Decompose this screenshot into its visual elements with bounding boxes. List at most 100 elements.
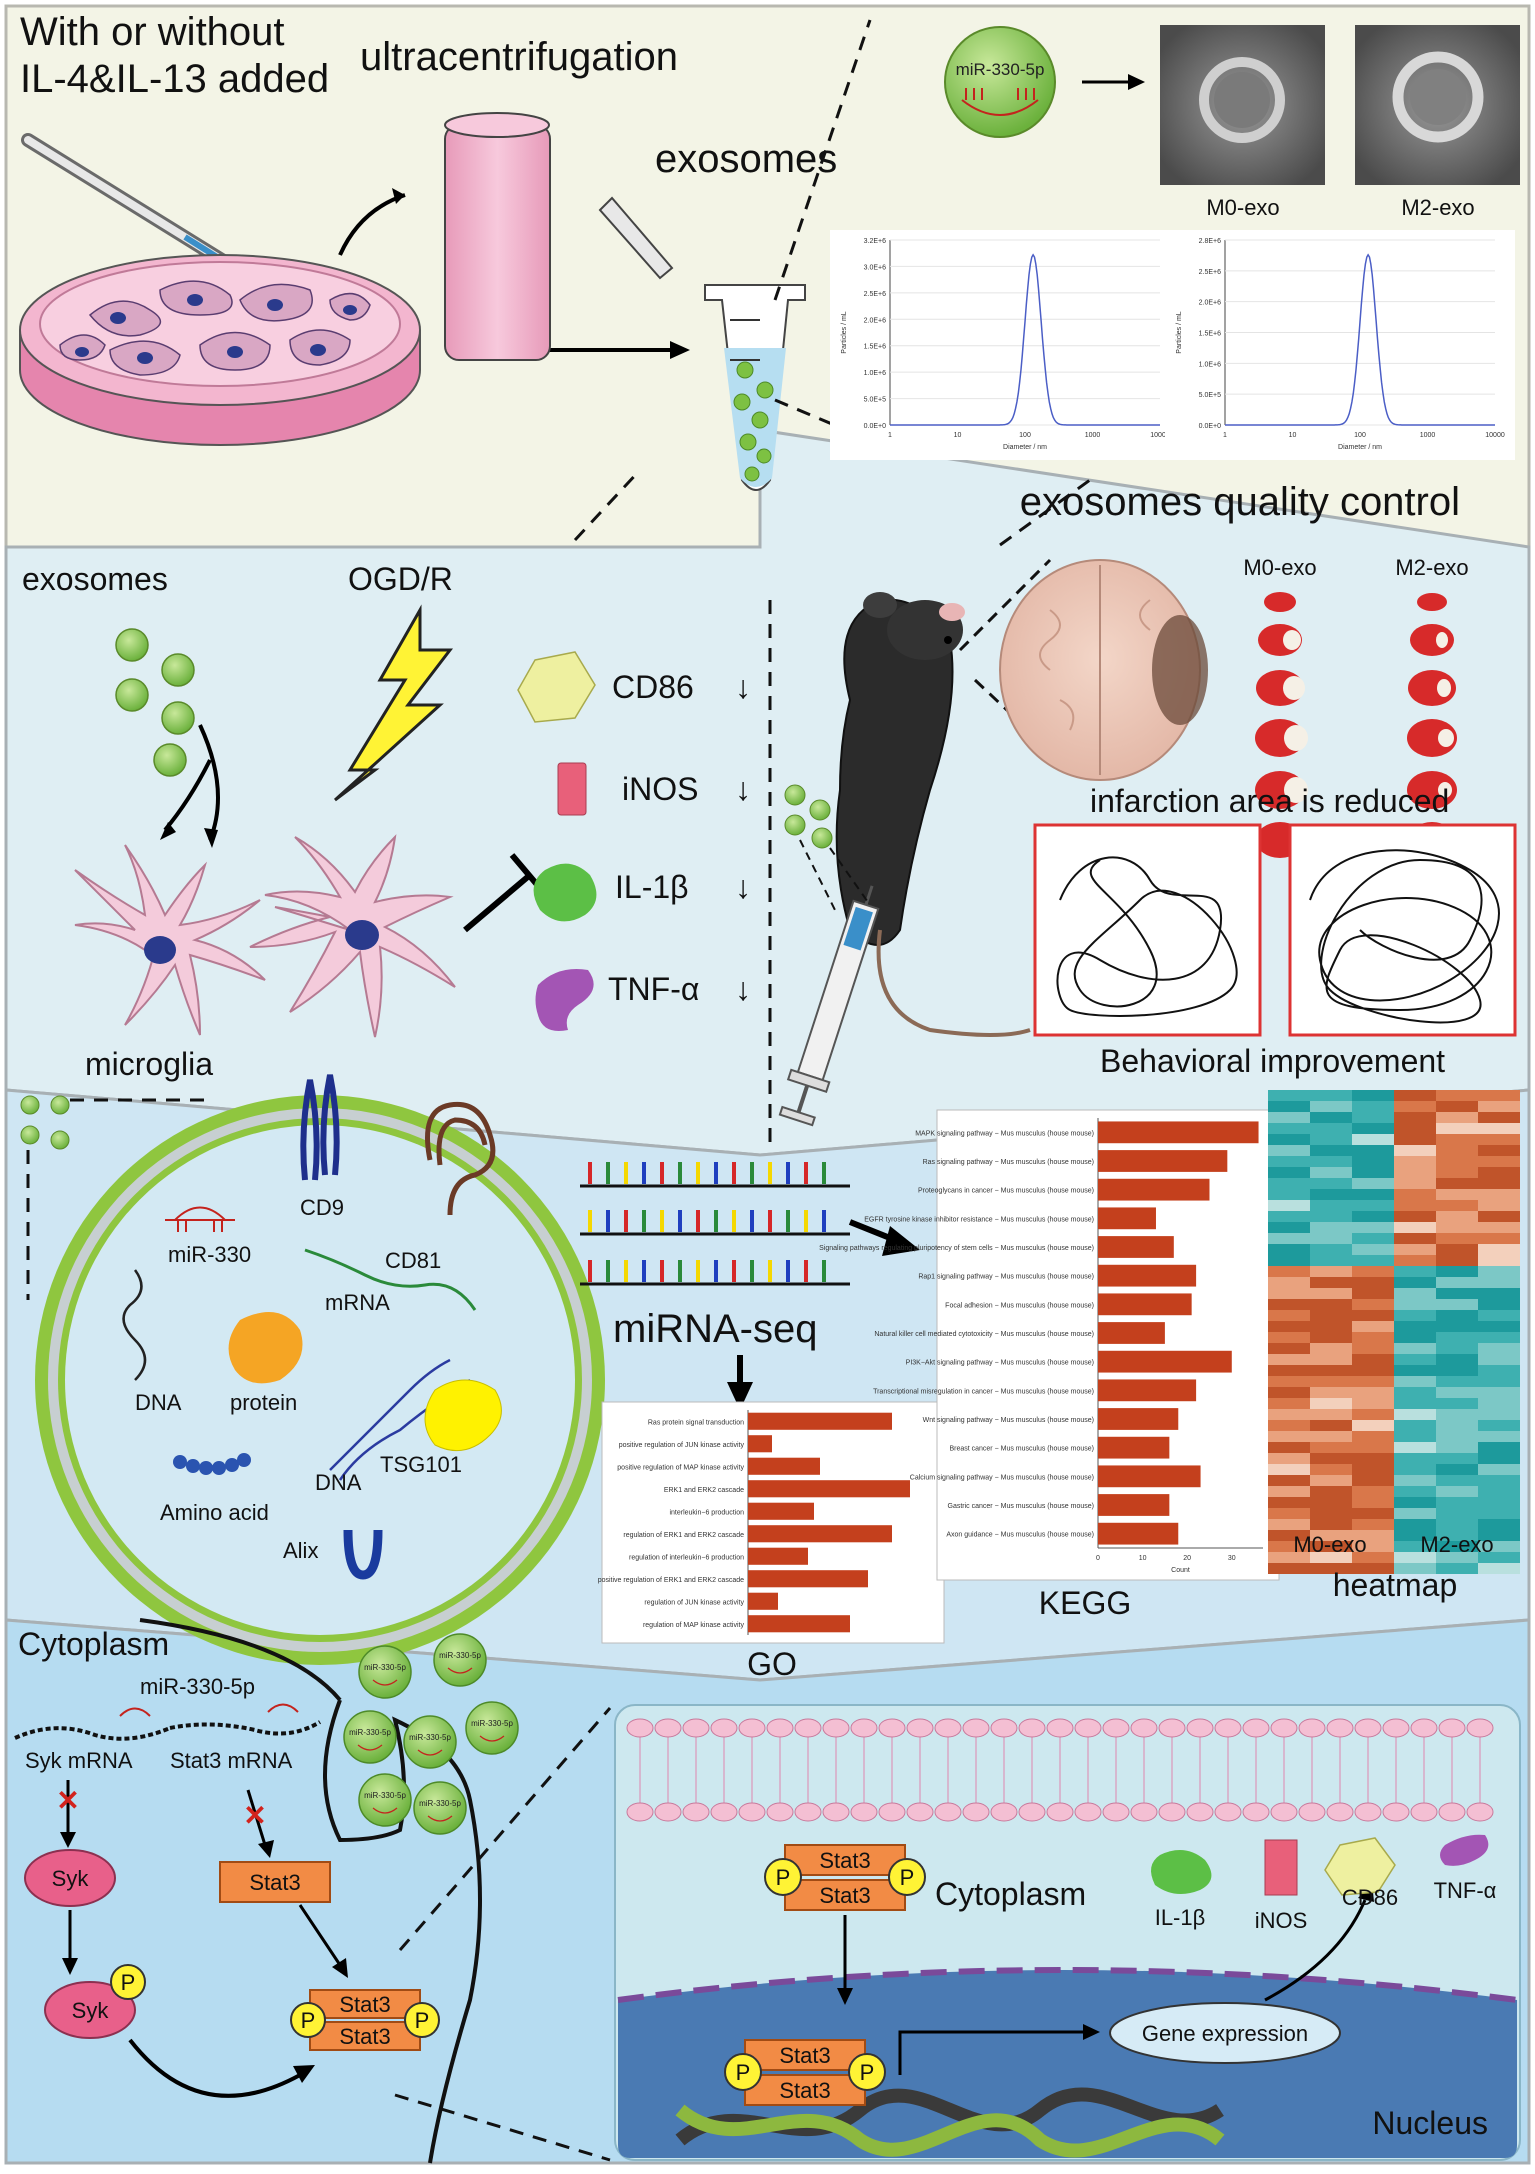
heatmap-cell xyxy=(1478,1343,1520,1354)
nta-xlabel: Diameter / nm xyxy=(1003,444,1047,451)
arrowhead xyxy=(392,188,405,204)
brain-icon xyxy=(999,559,1208,781)
lipid-head xyxy=(1214,1718,1242,1738)
heatmap-cell xyxy=(1478,1420,1520,1431)
bar-category-label: Gastric cancer − Mus musculus (house mou… xyxy=(948,1503,1094,1510)
blocked-arrow-stat3 xyxy=(246,1789,267,1846)
exosome-particles xyxy=(733,361,774,482)
heatmap-cell xyxy=(1394,1519,1436,1530)
heatmap-cell xyxy=(1394,1112,1436,1123)
heatmap-cell xyxy=(1478,1266,1520,1277)
marker-il1b-label: IL-1β xyxy=(615,869,689,905)
cytoplasm-label: Cytoplasm xyxy=(18,1626,169,1662)
heatmap-cell xyxy=(1436,1464,1478,1475)
heatmap-cell xyxy=(1310,1552,1352,1563)
nta-xtick-label: 10 xyxy=(1289,432,1297,439)
heatmap-cell xyxy=(1394,1343,1436,1354)
bar-category-label: positive regulation of MAP kinase activi… xyxy=(617,1464,744,1471)
heatmap-cell xyxy=(1478,1211,1520,1222)
heatmap-cell xyxy=(1436,1090,1478,1101)
lipid-head xyxy=(1354,1802,1382,1822)
heatmap-cell xyxy=(1436,1541,1478,1552)
inset-il1b-label: IL-1β xyxy=(1155,1905,1206,1930)
lipid-head xyxy=(682,1718,710,1738)
lipid-head xyxy=(626,1802,654,1822)
lipid-head xyxy=(1074,1718,1102,1738)
lipid-head xyxy=(906,1802,934,1822)
heatmap-cell xyxy=(1352,1233,1394,1244)
nta-ytick-label: 1.0E+6 xyxy=(864,370,886,377)
mouse-icon xyxy=(835,592,1031,1037)
heatmap-cell xyxy=(1352,1541,1394,1552)
bar-category-label: regulation of JUN kinase activity xyxy=(644,1599,744,1606)
heatmap-cell xyxy=(1394,1244,1436,1255)
behavior-trace-m2 xyxy=(1309,849,1500,1024)
heatmap-cell xyxy=(1394,1530,1436,1541)
heatmap-cell xyxy=(1436,1475,1478,1486)
vesicle-mirna-label: miR-330-5p xyxy=(349,1728,391,1737)
heatmap-cell xyxy=(1436,1310,1478,1321)
heatmap-cell xyxy=(1478,1189,1520,1200)
heatmap-cell xyxy=(1268,1453,1310,1464)
heatmap-cell xyxy=(1352,1090,1394,1101)
bar-xtick-label: 30 xyxy=(1228,1555,1236,1562)
tem-image-m2 xyxy=(1355,25,1520,185)
heatmap-cell xyxy=(1394,1178,1436,1189)
dashed-divider-top xyxy=(773,19,872,301)
lipid-head xyxy=(766,1718,794,1738)
heatmap-cell xyxy=(1352,1178,1394,1189)
heatmap-cell xyxy=(1436,1519,1478,1530)
inset-dimer-p-right: P xyxy=(900,1865,915,1890)
heatmap-cell xyxy=(1352,1244,1394,1255)
heatmap-cell xyxy=(1352,1145,1394,1156)
heatmap-cell xyxy=(1310,1321,1352,1332)
heatmap-cell xyxy=(1394,1497,1436,1508)
cd9-label: CD9 xyxy=(300,1195,344,1220)
vesicle-mirna-hairpin xyxy=(447,1667,473,1674)
heatmap-cell xyxy=(1310,1189,1352,1200)
dimer-top-label: Stat3 xyxy=(339,1992,390,2017)
vesicle-mirna-label: miR-330-5p xyxy=(409,1733,451,1742)
heatmap-cell xyxy=(1310,1464,1352,1475)
heatmap-cell xyxy=(1310,1123,1352,1134)
go-bar-chart: Ras protein signal transductionpositive … xyxy=(598,1401,945,1644)
transcription-arrow xyxy=(898,2030,1085,2075)
heatmap-cell xyxy=(1478,1178,1520,1189)
inset-dimer-bottom-label: Stat3 xyxy=(819,1883,870,1908)
bar xyxy=(1098,1207,1156,1230)
bar-category-label: ERK1 and ERK2 cascade xyxy=(664,1487,744,1494)
nta-ylabel: Particles / mL xyxy=(1176,311,1183,354)
heatmap-cell xyxy=(1478,1112,1520,1123)
nuclear-stat3-dimer xyxy=(724,2039,886,2106)
nuclear-envelope xyxy=(617,1967,1518,2003)
heatmap-cell xyxy=(1394,1134,1436,1145)
marker-il1b-arrow: ↓ xyxy=(735,869,751,905)
heatmap-cell xyxy=(1310,1343,1352,1354)
heatmap-cell xyxy=(1436,1167,1478,1178)
dna-double-helix xyxy=(675,2087,1225,2158)
heatmap-cell xyxy=(1352,1310,1394,1321)
bar xyxy=(748,1480,910,1498)
nta-xtick-label: 100 xyxy=(1019,432,1031,439)
heatmap-cell xyxy=(1310,1299,1352,1310)
inset-dimer-top-label: Stat3 xyxy=(819,1848,870,1873)
lipid-head xyxy=(1382,1718,1410,1738)
lipid-head xyxy=(654,1718,682,1738)
heatmap-cell xyxy=(1394,1464,1436,1475)
heatmap-cell xyxy=(1478,1431,1520,1442)
vesicle xyxy=(358,1773,412,1827)
bar xyxy=(748,1502,814,1520)
heatmap-cell xyxy=(1268,1178,1310,1189)
vesicle-mirna-hairpin xyxy=(417,1749,443,1756)
lipid-head xyxy=(990,1718,1018,1738)
exosomes-label-2: exosomes xyxy=(22,561,168,597)
tsg101-shape xyxy=(424,1379,502,1452)
heatmap-cell xyxy=(1478,1530,1520,1541)
nta-ytick-label: 3.0E+6 xyxy=(864,264,886,271)
nta-ytick-label: 1.5E+6 xyxy=(864,344,886,351)
heatmap-cell xyxy=(1478,1123,1520,1134)
heatmap-cell xyxy=(1310,1431,1352,1442)
dashed-to-inset-top xyxy=(398,1707,612,1951)
heatmap-cell xyxy=(1394,1563,1436,1574)
bar xyxy=(1098,1178,1210,1201)
